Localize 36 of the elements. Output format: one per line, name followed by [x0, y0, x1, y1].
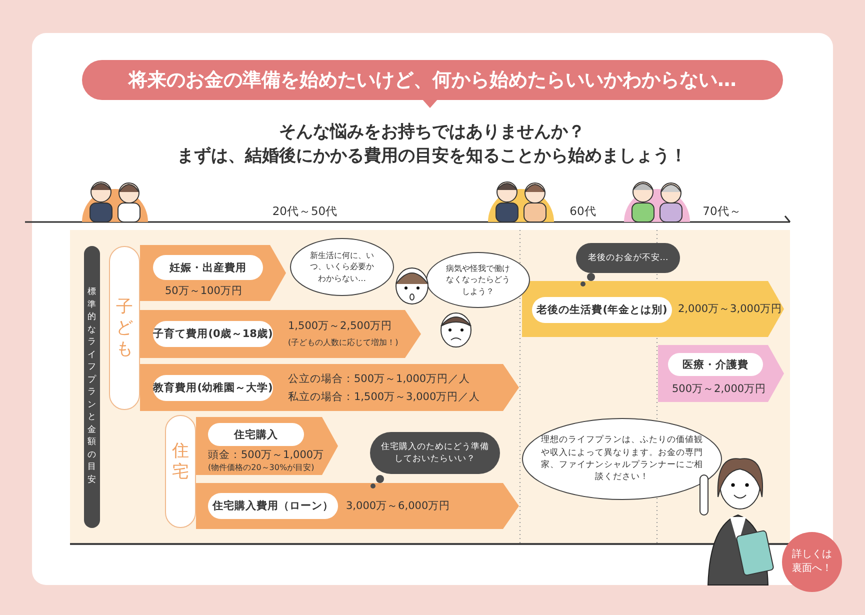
amount-text: 公立の場合：500万～1,000万円／人	[288, 372, 470, 386]
amount-text: 3,000万～6,000万円	[346, 499, 450, 513]
info-circle: 詳しくは裏面へ！	[782, 532, 842, 592]
age-label: 20代～50代	[272, 204, 338, 219]
category-pill: 住宅	[165, 415, 196, 528]
item-label: 医療・介護費	[668, 353, 763, 376]
category-pill: 子ども	[109, 246, 140, 410]
item-label: 妊娠・出産費用	[153, 255, 263, 280]
amount-text: 500万～2,000万円	[672, 382, 766, 396]
item-label: 住宅購入	[208, 423, 304, 446]
amount-text: (物件価格の20～30%が目安)	[208, 462, 314, 473]
amount-text: (子どもの人数に応じて増加！)	[288, 337, 398, 348]
item-label: 教育費用(幼稚園～大学)	[153, 375, 273, 401]
subtitle: まずは、結婚後にかかる費用の目安を知ることから始めましょう！	[177, 145, 687, 167]
cost-band	[658, 345, 784, 402]
cost-band	[140, 364, 519, 411]
speech-bubble: 老後のお金が不安…	[576, 243, 680, 273]
cost-band	[140, 310, 421, 358]
age-label: 70代～	[702, 204, 742, 219]
amount-text: 1,500万～2,500万円	[288, 319, 392, 333]
cost-band	[522, 281, 784, 337]
cost-band	[140, 245, 286, 301]
amount-text: 50万～100万円	[165, 284, 242, 298]
age-label: 60代	[570, 204, 596, 219]
amount-text: 2,000万～3,000万円	[678, 302, 782, 316]
item-label: 住宅購入費用（ローン）	[208, 493, 338, 519]
speech-bubble: 住宅購入のためにどう準備しておいたらいい？	[370, 432, 500, 474]
subtitle: そんな悩みをお持ちではありませんか？	[279, 121, 585, 143]
vertical-label-bar: 標準的なライフプランと金額の目安	[84, 246, 100, 528]
cost-band	[196, 417, 338, 475]
item-label: 老後の生活費(年金とは別)	[532, 297, 672, 323]
amount-text: 私立の場合：1,500万～3,000万円／人	[288, 390, 480, 404]
cost-band	[196, 483, 519, 529]
item-label: 子育て費用(0歳～18歳)	[153, 321, 273, 347]
title-banner: 将来のお金の準備を始めたいけど、何から始めたらいいかわからない…	[82, 60, 783, 100]
amount-text: 頭金：500万～1,000万	[208, 448, 324, 462]
